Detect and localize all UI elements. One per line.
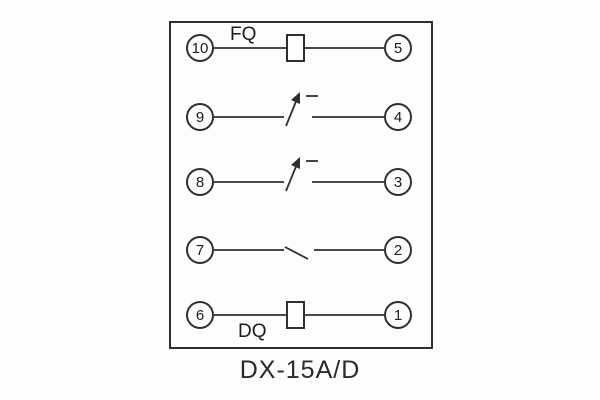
terminal-4: 4 — [384, 103, 412, 131]
coil-label-fq: FQ — [230, 24, 257, 45]
coil-symbol-top — [214, 34, 384, 62]
contact-symbol-9-4 — [214, 92, 384, 127]
terminal-9: 9 — [186, 103, 214, 131]
coil-label-dq: DQ — [238, 321, 267, 342]
terminal-7: 7 — [186, 236, 214, 264]
terminal-3: 3 — [384, 168, 412, 196]
terminal-2: 2 — [384, 236, 412, 264]
terminal-1: 1 — [384, 301, 412, 329]
coil-symbol-bottom — [214, 301, 384, 329]
terminal-8: 8 — [186, 168, 214, 196]
diagram-title: DX-15A/D — [239, 356, 361, 384]
terminal-5: 5 — [384, 34, 412, 62]
relay-outline-box — [169, 21, 433, 349]
arrow-icon — [291, 157, 300, 169]
terminal-10: 10 — [186, 34, 214, 62]
contact-symbol-8-3 — [214, 157, 384, 192]
terminal-6: 6 — [186, 301, 214, 329]
contact-symbol-7-2 — [214, 246, 384, 260]
arrow-icon — [291, 92, 300, 104]
